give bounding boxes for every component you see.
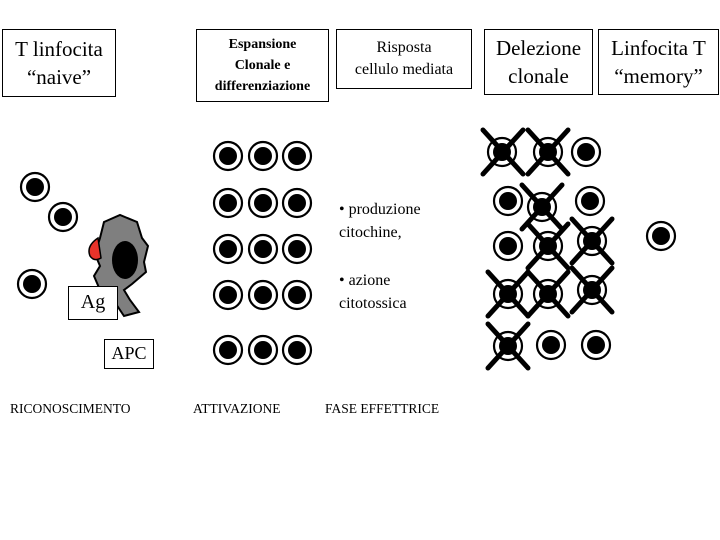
header-delezione-line1: Delezione [495,36,582,60]
expansion-cell [281,140,313,172]
header-espansione-line2: Clonale e [234,58,291,73]
header-delezione-line2: clonale [508,64,569,88]
phase-fase-effettrice: FASE EFFETTRICE [325,401,440,416]
apc-label-text: APC [111,343,147,363]
header-naive: T linfocita “naive” [2,29,116,97]
antigen-icon [88,236,102,261]
expansion-cell [281,233,313,265]
deletion-cell [492,185,524,217]
expansion-cell [281,334,313,366]
expansion-cell [281,187,313,219]
header-memory: Linfocita T “memory” [598,29,719,95]
ag-label: Ag [68,286,118,320]
expansion-cell [212,334,244,366]
expansion-cell [247,140,279,172]
expansion-cell [281,279,313,311]
deletion-cell [535,329,567,361]
phase-riconoscimento: RICONOSCIMENTO [10,401,131,416]
deletion-cell [580,329,612,361]
deletion-cell [570,136,602,168]
header-naive-line2: “naive” [26,65,92,89]
deletion-cell [574,185,606,217]
expansion-cell [212,187,244,219]
bullet-produzione: • produzione citochine, [339,201,421,241]
naive-cell [47,201,79,233]
header-risposta: Risposta cellulo mediata [336,29,472,89]
header-memory-line1: Linfocita T [611,36,706,60]
bullet-azione: • azione citotossica [339,272,407,312]
expansion-cell [212,233,244,265]
naive-cell [16,268,48,300]
header-espansione-line1: Espansione [228,37,297,52]
header-espansione: Espansione Clonale e differenziazione [196,29,329,102]
apc-label: APC [104,339,154,369]
header-risposta-line1: Risposta [376,39,432,56]
ag-label-text: Ag [80,291,106,313]
header-delezione: Delezione clonale [484,29,593,95]
naive-cell [19,171,51,203]
header-naive-line1: T linfocita [15,37,103,61]
expansion-cell [247,187,279,219]
expansion-cell [212,140,244,172]
expansion-cell [247,279,279,311]
header-espansione-line3: differenziazione [214,79,311,94]
expansion-cell [212,279,244,311]
memory-cell [645,220,677,252]
expansion-cell [247,233,279,265]
header-memory-line2: “memory” [614,64,703,88]
deletion-cell [492,230,524,262]
phase-attivazione: ATTIVAZIONE [193,401,281,416]
expansion-cell [247,334,279,366]
header-risposta-line2: cellulo mediata [354,61,454,78]
